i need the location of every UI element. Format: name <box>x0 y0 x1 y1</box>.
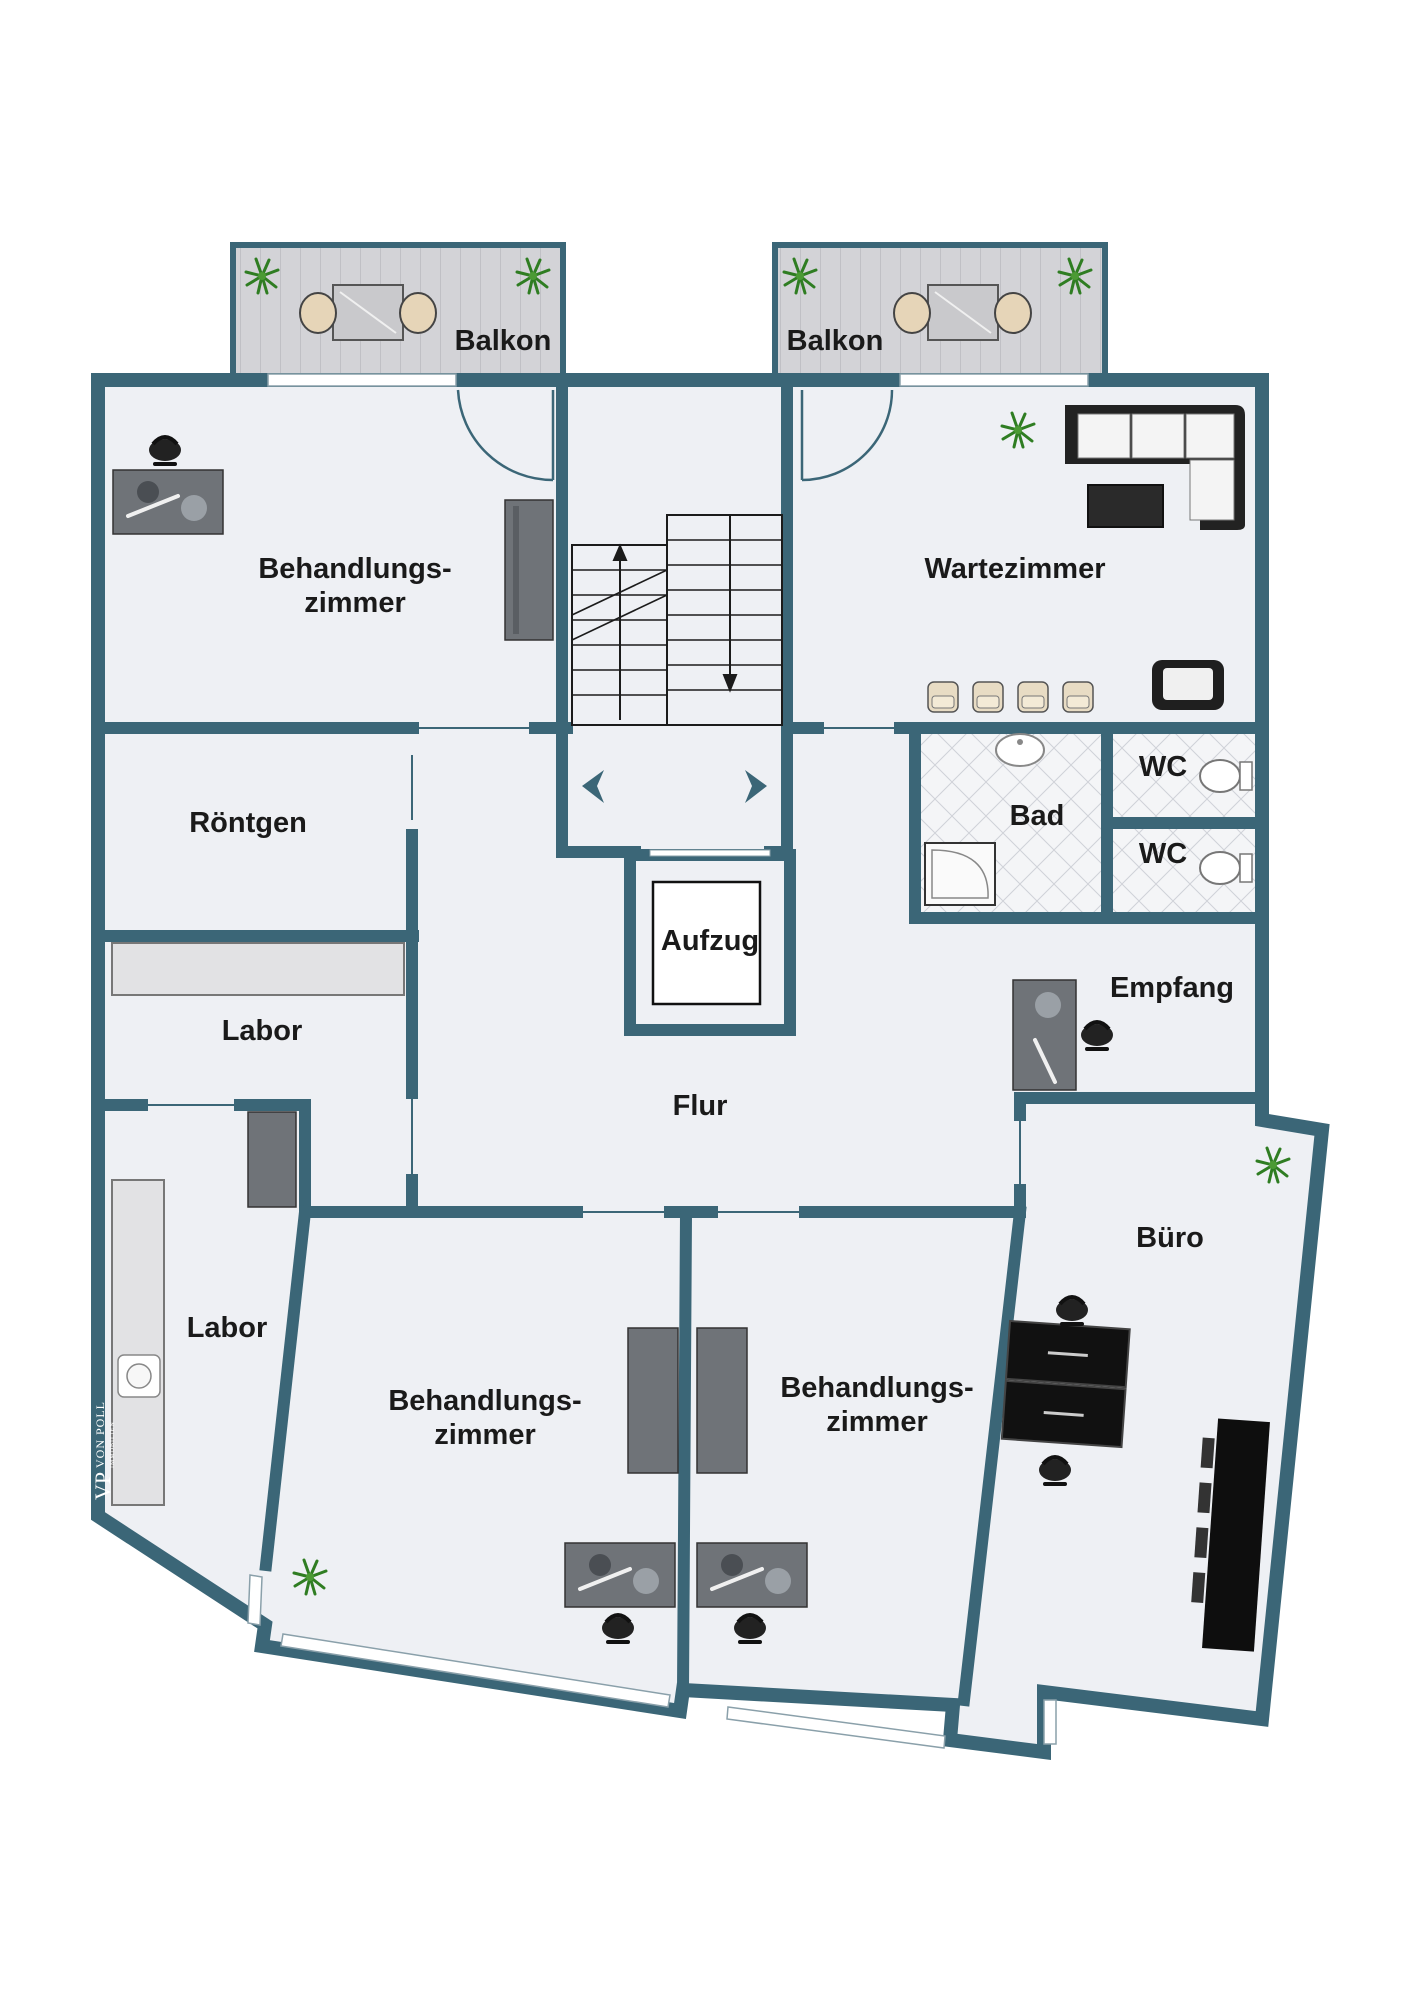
cabinet <box>247 1111 297 1208</box>
chair-icon <box>927 681 959 713</box>
room-label-behandlungszimmer-bottom-left-line1: Behandlungs- <box>388 1385 581 1417</box>
balcony-left <box>230 242 566 381</box>
desk-icon <box>1000 1319 1131 1449</box>
cabinet <box>504 499 554 641</box>
room-label-wc-2: WC <box>1139 838 1187 870</box>
room-label-buero: Büro <box>1136 1222 1204 1254</box>
toilet-icon <box>1199 851 1253 885</box>
elevator-door <box>649 849 771 857</box>
lounge-chair-icon <box>1152 660 1224 710</box>
svg-text:VP: VP <box>90 1472 115 1500</box>
room-label-flur: Flur <box>673 1090 728 1122</box>
room-label-behandlungszimmer-bottom-left-line2: zimmer <box>434 1419 536 1451</box>
desk-icon <box>111 468 225 536</box>
staircase <box>571 514 783 726</box>
desk-icon <box>695 1541 809 1609</box>
room-label-bad: Bad <box>1010 800 1065 832</box>
room-label-balkon-right: Balkon <box>787 325 884 357</box>
balcony-right <box>772 242 1108 381</box>
room-label-wartezimmer: Wartezimmer <box>924 553 1105 585</box>
room-label-labor-lower: Labor <box>187 1312 268 1344</box>
room-label-behandlungszimmer-bottom-right-line1: Behandlungs- <box>780 1372 973 1404</box>
lab-counter <box>111 942 405 996</box>
conference-table-icon <box>1191 1418 1270 1652</box>
room-label-roentgen: Röntgen <box>189 807 307 839</box>
von-poll-logo: VP VON POLL IMMOBILIEN <box>90 1401 116 1500</box>
arrow-right-icon <box>745 770 767 803</box>
sink-icon <box>995 733 1045 767</box>
lab-counter <box>111 1179 165 1506</box>
room-label-behandlungszimmer-top-line2: zimmer <box>304 587 406 619</box>
chair-icon <box>1062 681 1094 713</box>
shower-icon <box>924 842 996 906</box>
svg-text:VON POLL: VON POLL <box>93 1401 107 1468</box>
elevator-car <box>651 880 762 1006</box>
room-label-labor-upper: Labor <box>222 1015 303 1047</box>
sink-icon <box>117 1354 161 1398</box>
room-label-wc-1: WC <box>1139 751 1187 783</box>
chair-icon <box>1017 681 1049 713</box>
room-label-aufzug: Aufzug <box>661 925 759 957</box>
chair-icon <box>972 681 1004 713</box>
cabinet <box>696 1327 748 1474</box>
doors <box>142 389 1108 1213</box>
room-label-behandlungszimmer-top-line1: Behandlungs- <box>258 553 451 585</box>
coffee-table-icon <box>1087 484 1164 528</box>
sofa-icon <box>1065 405 1245 530</box>
desk-icon <box>563 1541 677 1609</box>
cabinet <box>627 1327 679 1474</box>
svg-text:IMMOBILIEN: IMMOBILIEN <box>110 1421 116 1468</box>
reception-desk-icon <box>1012 979 1077 1091</box>
windows <box>247 373 1089 1749</box>
arrow-left-icon <box>582 770 604 803</box>
room-label-balkon-left: Balkon <box>455 325 552 357</box>
cabinet <box>513 506 519 634</box>
room-label-behandlungszimmer-bottom-right-line2: zimmer <box>826 1406 928 1438</box>
room-label-empfang: Empfang <box>1110 972 1234 1004</box>
toilet-icon <box>1199 759 1253 793</box>
